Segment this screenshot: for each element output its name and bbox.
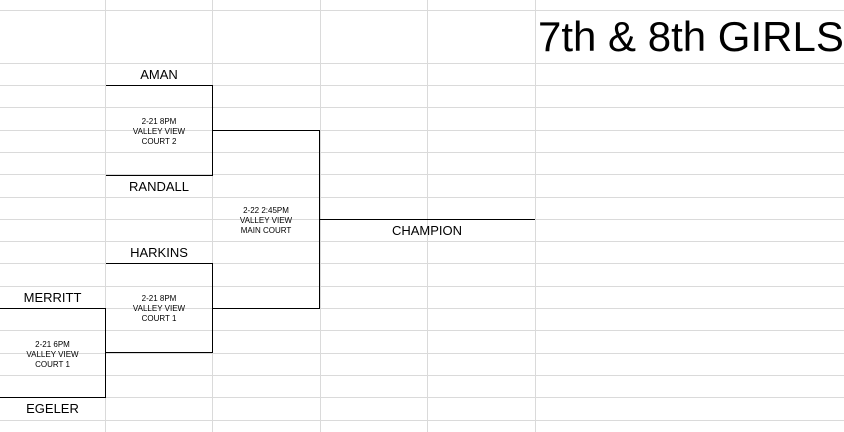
r1-court: COURT 1 xyxy=(35,360,70,369)
grid-row-line-6 xyxy=(0,152,844,153)
grid-row-line-10 xyxy=(0,241,844,242)
team-harkins[interactable]: HARKINS xyxy=(130,245,188,260)
final-game-info: 2-22 2:45PM VALLEY VIEW MAIN COURT xyxy=(213,206,319,236)
grid-row-line-2 xyxy=(0,63,844,64)
grid-row-line-14 xyxy=(0,330,844,331)
grid-row-line-16 xyxy=(0,375,844,376)
r1-bottom-line xyxy=(0,397,106,398)
r1-venue: VALLEY VIEW xyxy=(26,350,79,359)
grid-row-line-7 xyxy=(0,174,844,175)
grid-row-line-1 xyxy=(0,10,844,11)
r2b-game-info: 2-21 8PM VALLEY VIEW COURT 1 xyxy=(106,294,212,324)
final-date-time: 2-22 2:45PM xyxy=(243,206,289,215)
team-egeler[interactable]: EGELER xyxy=(26,401,79,416)
r1-game-info: 2-21 6PM VALLEY VIEW COURT 1 xyxy=(0,340,105,370)
grid-row-line-3 xyxy=(0,85,844,86)
grid-row-line-4 xyxy=(0,107,844,108)
r1-top-line xyxy=(0,308,106,309)
r2b-bottom-line xyxy=(106,352,213,353)
grid-row-line-13 xyxy=(0,308,844,309)
r2b-top-line xyxy=(106,263,213,264)
r2b-date-time: 2-21 8PM xyxy=(141,294,177,303)
team-randall[interactable]: RANDALL xyxy=(129,179,189,194)
grid-row-line-5 xyxy=(0,130,844,131)
r2a-venue: VALLEY VIEW xyxy=(132,127,186,136)
grid-row-line-11 xyxy=(0,263,844,264)
bracket-title: 7th & 8th GIRLS xyxy=(538,13,844,60)
final-top-line xyxy=(212,130,320,131)
team-aman[interactable]: AMAN xyxy=(140,67,178,82)
grid-col-line-2 xyxy=(212,0,213,432)
r2b-venue: VALLEY VIEW xyxy=(132,304,186,313)
final-court: MAIN COURT xyxy=(240,226,292,235)
champion-line xyxy=(319,219,535,220)
grid-col-line-4 xyxy=(427,0,428,432)
final-venue: VALLEY VIEW xyxy=(239,216,293,225)
r1-date-time: 2-21 6PM xyxy=(35,340,70,349)
grid-col-line-5 xyxy=(535,0,536,432)
r2a-top-line xyxy=(106,85,213,86)
r1-connector xyxy=(105,308,106,398)
grid-row-line-18 xyxy=(0,420,844,421)
grid-row-line-12 xyxy=(0,286,844,287)
grid-row-line-8 xyxy=(0,197,844,198)
grid-col-line-3 xyxy=(320,0,321,432)
team-merritt[interactable]: MERRITT xyxy=(23,290,82,305)
r2a-date-time: 2-21 8PM xyxy=(141,117,177,126)
grid-row-line-17 xyxy=(0,397,844,398)
r2a-game-info: 2-21 8PM VALLEY VIEW COURT 2 xyxy=(106,117,212,147)
grid-row-line-15 xyxy=(0,353,844,354)
final-bottom-line xyxy=(212,308,320,309)
champion-label: CHAMPION xyxy=(391,223,463,238)
grid-col-line-1 xyxy=(105,0,106,432)
r2b-court: COURT 1 xyxy=(141,314,177,323)
r2a-court: COURT 2 xyxy=(141,137,177,146)
r2a-bottom-line xyxy=(106,175,213,176)
